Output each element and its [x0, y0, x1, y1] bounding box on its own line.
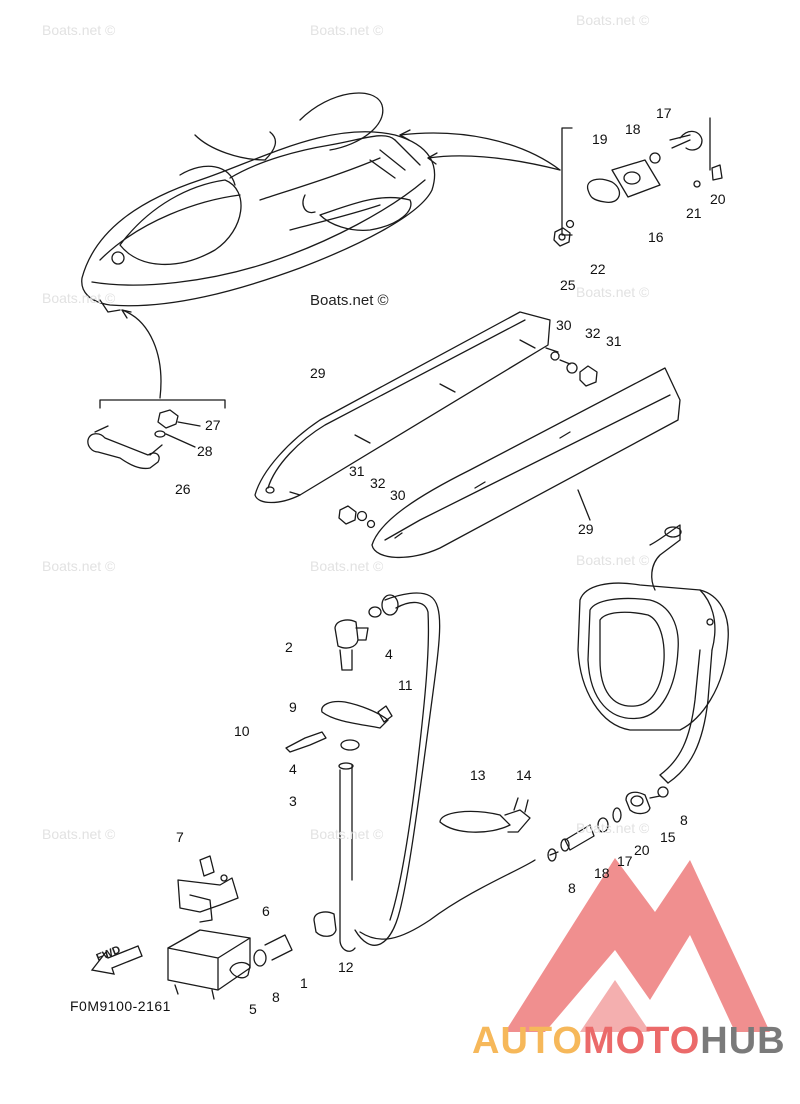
callout-8a: 8: [680, 812, 688, 828]
sponson-29-lower: [371, 367, 681, 559]
callout-22: 19: [592, 131, 608, 147]
callout-29b: 29: [578, 521, 594, 537]
part-10-pin: [285, 731, 327, 753]
callout-1: 1: [300, 975, 308, 991]
bottom-assembly: [167, 855, 337, 1000]
callout-31a: 31: [606, 333, 622, 349]
callout-4a: 4: [385, 646, 393, 662]
callout-26: 26: [175, 481, 191, 497]
watermark: Boats.net ©: [576, 284, 650, 300]
watermark: Boats.net ©: [310, 558, 384, 574]
callout-10: 10: [234, 723, 250, 739]
callout-24b: 22: [590, 261, 606, 277]
callout-32b: 32: [370, 475, 386, 491]
callout-5: 5: [249, 1001, 257, 1017]
callout-6: 6: [262, 903, 270, 919]
part-2-valve: [334, 619, 369, 671]
automotohub-wordmark: AUTOMOTOHUB: [472, 1020, 786, 1063]
brand-auto: AUTO: [472, 1020, 583, 1062]
callout-20: 17: [656, 105, 672, 121]
callout-11: 11: [398, 677, 413, 693]
watercraft-illustration: [81, 92, 436, 313]
center-watermark: Boats.net ©: [310, 292, 389, 309]
callout-17: 18: [594, 865, 610, 881]
callout-21: 18: [625, 121, 641, 137]
callout-31b: 31: [349, 463, 365, 479]
watermark: Boats.net ©: [576, 12, 650, 28]
callout-30b: 30: [390, 487, 406, 503]
watermark: Boats.net ©: [576, 820, 650, 836]
watermark: Boats.net ©: [42, 558, 116, 574]
water-hose-3: [338, 592, 536, 952]
callout-28: 28: [197, 443, 213, 459]
hose-right: [659, 649, 713, 784]
callout-arrows: [99, 127, 573, 409]
callout-13: 13: [470, 767, 486, 783]
sponson-29-upper: [254, 311, 571, 504]
automotohub-logo-mark: [505, 858, 770, 1032]
clamps-4: [340, 594, 399, 751]
watermark: Boats.net ©: [42, 290, 116, 306]
callout-8b: 8: [568, 880, 576, 896]
watermark: Boats.net ©: [310, 22, 384, 38]
callout-4b: 4: [289, 761, 297, 777]
callout-29a: 29: [310, 365, 326, 381]
brand-moto: MOTO: [582, 1020, 701, 1062]
callout-25: 25: [560, 277, 576, 293]
jet-nozzle-housing: [577, 524, 729, 731]
callout-23: 20: [710, 191, 726, 207]
fwd-arrow-icon: [90, 945, 143, 975]
sponson-fasteners: [338, 351, 598, 529]
hose-clip-9: [321, 700, 393, 729]
callout-14: 14: [516, 767, 532, 783]
callout-15: 15: [660, 829, 676, 845]
callout-12: 12: [338, 959, 354, 975]
callout-19: 16: [648, 229, 664, 245]
callout-8c: 8: [272, 989, 280, 1005]
bands-13-14: [439, 797, 531, 833]
callout-16: 17: [617, 853, 633, 869]
callout-30a: 30: [556, 317, 572, 333]
watermark: Boats.net ©: [42, 22, 116, 38]
watermark: Boats.net ©: [576, 552, 650, 568]
callout-27: 27: [205, 417, 221, 433]
nozzle-bracket-26: [87, 409, 201, 470]
brand-hub: HUB: [700, 1020, 786, 1062]
fitting-15-18: [547, 786, 669, 862]
drain-plug-assembly: [553, 117, 723, 247]
callout-9: 9: [289, 699, 297, 715]
callout-32a: 32: [585, 325, 601, 341]
watermark: Boats.net ©: [42, 826, 116, 842]
callout-3: 3: [289, 793, 297, 809]
callout-2: 2: [285, 639, 293, 655]
callout-7: 7: [176, 829, 184, 845]
drawing-code: F0M9100-2161: [70, 998, 171, 1014]
callout-24a: 21: [686, 205, 702, 221]
watermark: Boats.net ©: [310, 826, 384, 842]
callout-18: 20: [634, 842, 650, 858]
